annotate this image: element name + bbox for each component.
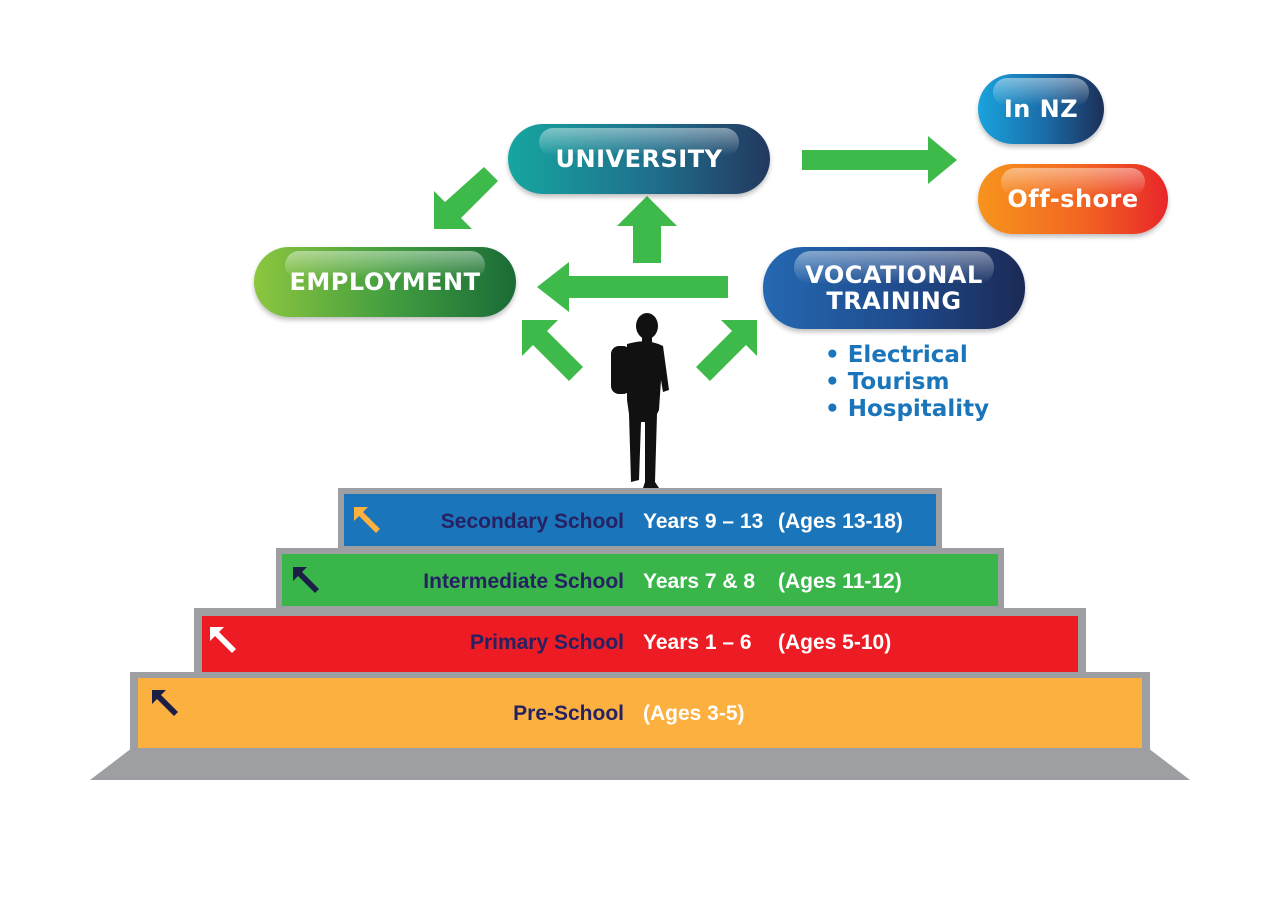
vocational-option: Hospitality xyxy=(825,396,989,423)
step-secondary xyxy=(338,488,942,552)
preschool-label: Pre-School xyxy=(513,702,624,725)
off-shore-label: Off-shore xyxy=(1007,184,1139,213)
preschool-ages-label: (Ages 3-5) xyxy=(643,702,745,725)
secondary-school-label: Secondary School xyxy=(440,510,624,533)
employment-label: EMPLOYMENT xyxy=(289,267,481,296)
intermediate-years-label: Years 7 & 8 xyxy=(643,570,756,593)
intermediate-ages-label: (Ages 11-12) xyxy=(778,570,902,593)
arrow-up-right-icon xyxy=(696,320,757,381)
step-intermediate xyxy=(276,548,1004,612)
vocational-training-label: VOCATIONAL TRAINING xyxy=(805,260,983,315)
university-label: UNIVERSITY xyxy=(555,144,723,173)
arrow-up-left-icon xyxy=(293,567,319,593)
step-secondary-fill xyxy=(344,494,936,546)
primary-years-label: Years 1 – 6 xyxy=(643,631,752,654)
vocational-options-list: Electrical Tourism Hospitality xyxy=(825,342,989,423)
arrow-up-left-icon xyxy=(522,320,583,381)
arrow-left-icon xyxy=(537,262,728,312)
arrow-down-left-icon xyxy=(434,167,498,229)
step-intermediate-fill xyxy=(282,554,998,606)
vocational-option: Electrical xyxy=(825,342,989,369)
student-silhouette-icon xyxy=(611,313,669,488)
step-primary-fill xyxy=(202,616,1078,672)
arrow-up-icon xyxy=(617,196,677,263)
arrow-right-icon xyxy=(802,136,957,184)
in-nz-pill: In NZ xyxy=(978,74,1104,144)
step-preschool xyxy=(130,672,1150,750)
employment-pill: EMPLOYMENT xyxy=(254,247,516,317)
primary-school-label: Primary School xyxy=(469,631,624,654)
arrow-up-left-icon xyxy=(210,627,236,653)
arrow-up-left-icon xyxy=(354,507,380,533)
intermediate-school-label: Intermediate School xyxy=(423,570,624,593)
step-primary xyxy=(194,608,1086,676)
secondary-years-label: Years 9 – 13 xyxy=(643,510,764,533)
secondary-ages-label: (Ages 13-18) xyxy=(778,510,903,533)
in-nz-label: In NZ xyxy=(1003,94,1079,123)
primary-ages-label: (Ages 5-10) xyxy=(778,631,892,654)
arrow-up-left-icon xyxy=(152,690,178,716)
step-preschool-fill xyxy=(138,678,1142,748)
vocational-option: Tourism xyxy=(825,369,989,396)
off-shore-pill: Off-shore xyxy=(978,164,1168,234)
vocational-training-pill: VOCATIONAL TRAINING xyxy=(763,247,1025,329)
university-pill: UNIVERSITY xyxy=(508,124,770,194)
